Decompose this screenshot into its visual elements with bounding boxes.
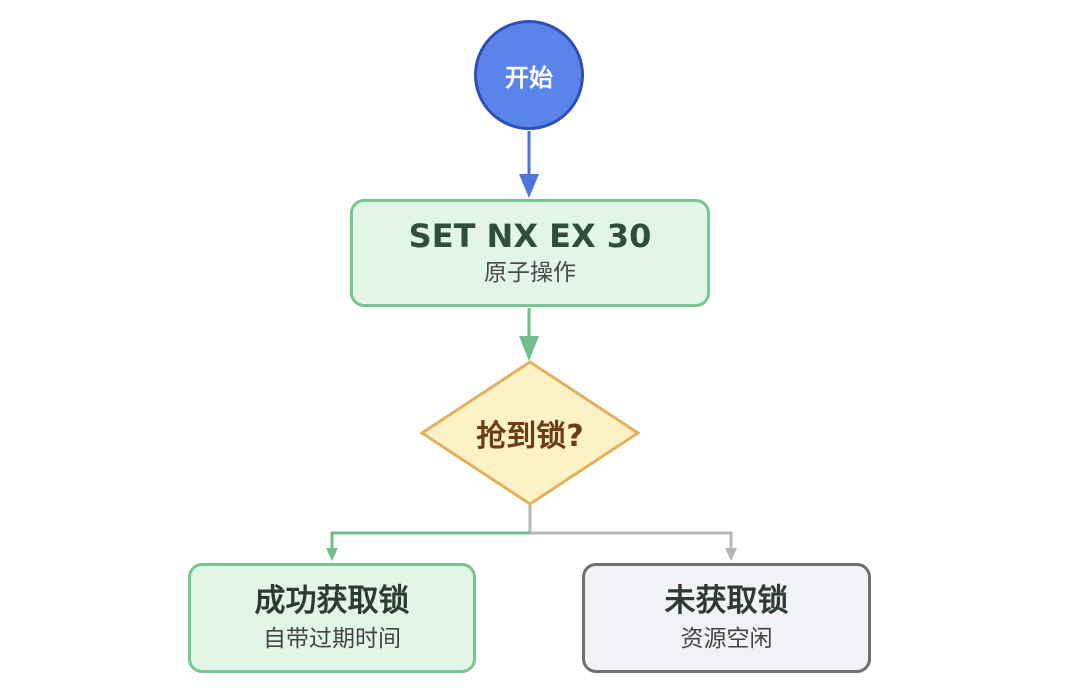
arrowhead-decision-to-fail (725, 548, 737, 561)
arrowhead-start-to-process (519, 174, 539, 198)
fail-subtitle: 资源空闲 (680, 626, 773, 652)
success-subtitle: 自带过期时间 (263, 626, 401, 652)
fail-node: 未获取锁 资源空闲 (582, 563, 871, 673)
fail-title: 未获取锁 (664, 583, 789, 619)
edge-decision-to-success (330, 531, 530, 550)
decision-diamond (419, 360, 641, 506)
process-subtitle: 原子操作 (484, 260, 576, 286)
set-nx-process-node: SET NX EX 30 原子操作 (350, 199, 710, 307)
edge-decision-to-fail (530, 531, 733, 550)
success-node: 成功获取锁 自带过期时间 (188, 563, 476, 673)
decision-node-label: 抢到锁? (476, 419, 584, 454)
arrowhead-decision-to-success (326, 548, 338, 561)
process-title: SET NX EX 30 (408, 217, 652, 255)
start-label: 开始 (505, 63, 553, 92)
arrowhead-process-to-decision (519, 336, 539, 361)
start-node: 开始 (474, 20, 584, 130)
success-title: 成功获取锁 (254, 583, 410, 619)
